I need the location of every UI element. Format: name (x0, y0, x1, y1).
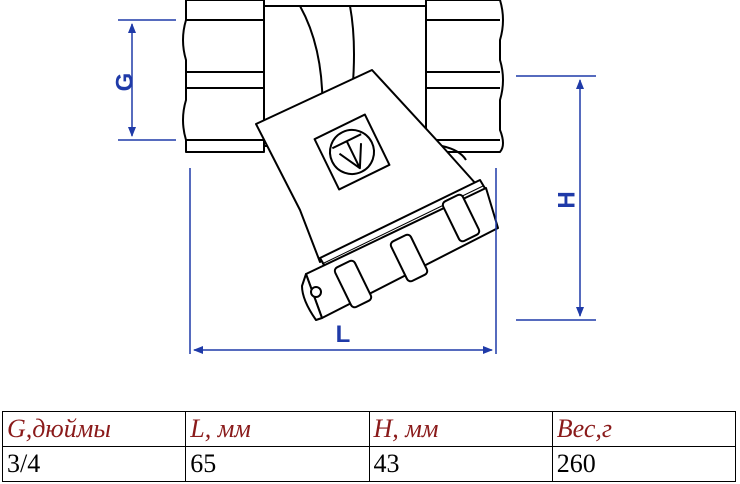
header-weight: Вес,г (551, 411, 737, 447)
header-g: G,дюймы (1, 411, 187, 447)
drain-tab (301, 273, 323, 321)
cell-weight: 260 (551, 446, 737, 482)
dimension-g-label: G (111, 73, 138, 92)
valve-body (182, 0, 504, 321)
dimension-l (189, 168, 497, 354)
header-h: H, мм (368, 411, 553, 447)
cap-grip (333, 259, 373, 309)
right-hex-nut (425, 0, 504, 153)
spec-table: G,дюймы L, мм H, мм Вес,г 3/4 65 43 260 (1, 411, 737, 482)
valve-logo-icon (313, 113, 391, 191)
valve-technical-drawing: G L H (111, 0, 596, 354)
cap-grip (441, 193, 481, 243)
left-hex-nut (182, 0, 265, 153)
cell-h: 43 (368, 446, 553, 482)
cap-grip (389, 233, 429, 283)
table-row: 3/4 65 43 260 (1, 446, 737, 482)
dimension-h (516, 75, 596, 321)
dimension-g (118, 19, 176, 141)
cell-g: 3/4 (1, 446, 187, 482)
dimension-l-label: L (336, 321, 351, 348)
table-header-row: G,дюймы L, мм H, мм Вес,г (1, 411, 737, 447)
header-l: L, мм (185, 411, 370, 447)
cell-l: 65 (185, 446, 370, 482)
dimension-h-label: H (553, 191, 580, 208)
